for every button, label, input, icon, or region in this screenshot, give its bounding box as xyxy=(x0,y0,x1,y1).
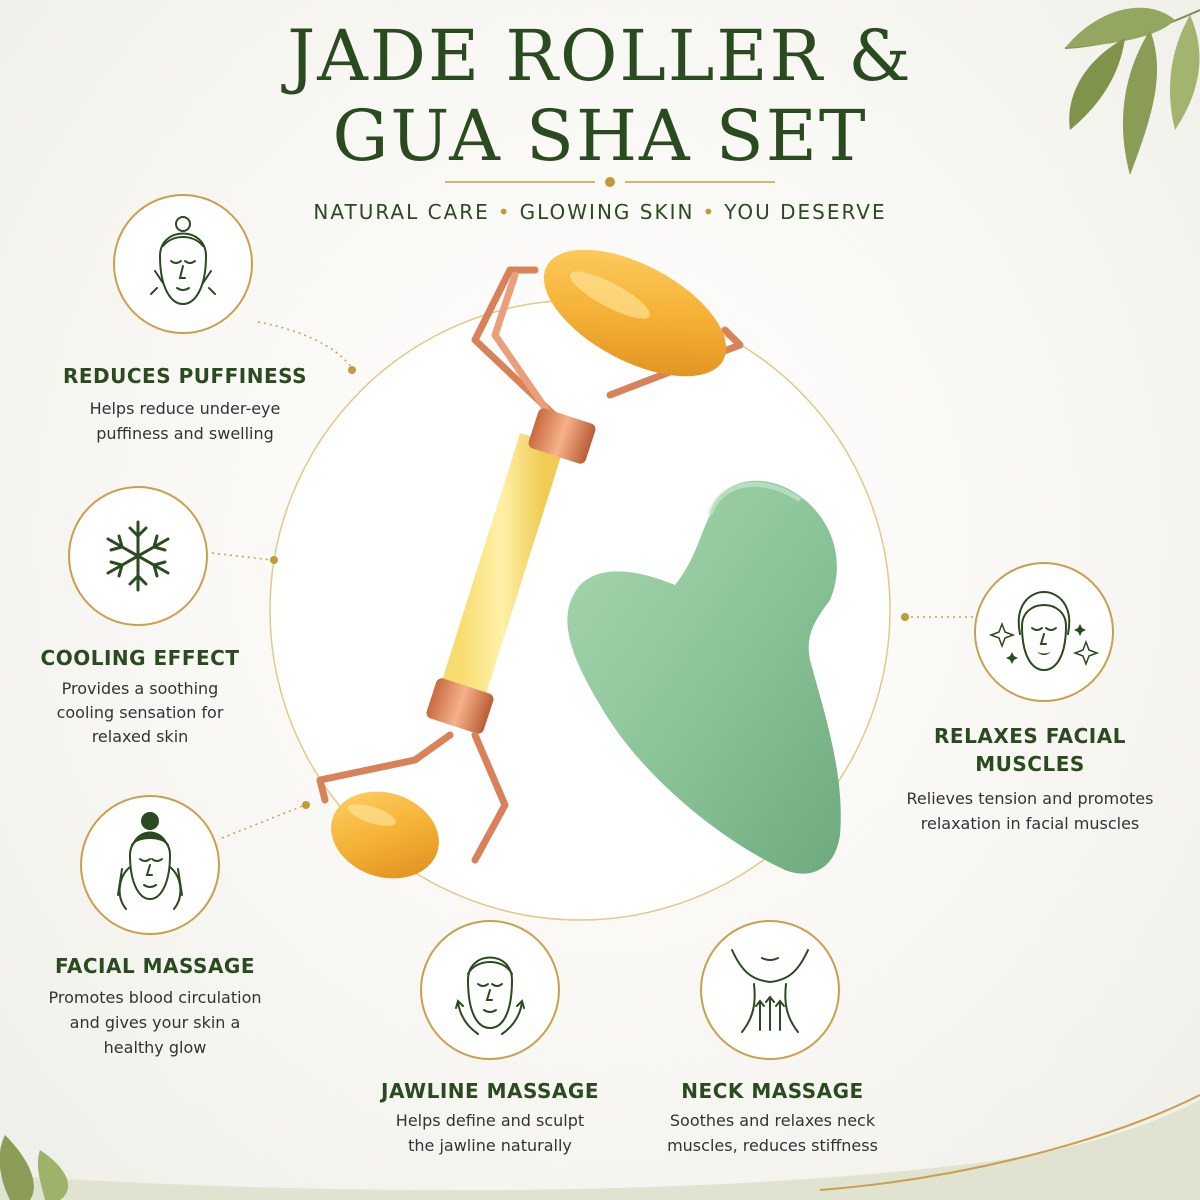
relaxes-title-line-2: MUSCLES xyxy=(975,752,1085,776)
leaf-branch-top-icon xyxy=(1064,7,1200,175)
cooling-desc-line-2: cooling sensation for xyxy=(56,703,224,722)
tagline-separator: • xyxy=(702,200,717,224)
face-depuff-icon xyxy=(150,216,216,306)
face-hands-icon xyxy=(117,812,183,910)
gua-sha-image xyxy=(567,480,841,874)
facial-massage-title: FACIAL MASSAGE xyxy=(55,954,255,978)
tagline-separator: • xyxy=(497,200,512,224)
relaxes-icon-circle xyxy=(974,562,1114,702)
relaxes-title-line-1: RELAXES FACIAL xyxy=(934,724,1126,748)
neck-desc-line-1: Soothes and relaxes neck xyxy=(669,1111,876,1130)
face-sparkle-icon xyxy=(988,590,1100,672)
tagline: NATURAL CARE • GLOWING SKIN • YOU DESERVE xyxy=(0,200,1200,224)
cooling-desc-line-1: Provides a soothing xyxy=(61,679,219,698)
title-line-2: GUA SHA SET xyxy=(332,95,868,177)
neck-desc-line-2: muscles, reduces stiffness xyxy=(667,1136,878,1155)
jawline-desc-line-2: the jawline naturally xyxy=(408,1136,572,1155)
bottom-wave-decoration xyxy=(0,1094,1200,1200)
neck-icon-circle xyxy=(700,920,840,1060)
jawline-desc-line-1: Helps define and sculpt xyxy=(395,1111,585,1130)
jawline-icon xyxy=(455,956,525,1035)
tagline-part-2: GLOWING SKIN xyxy=(519,200,695,224)
neck-icon xyxy=(731,949,809,1033)
facial-massage-icon-circle xyxy=(80,795,220,935)
tagline-part-1: NATURAL CARE xyxy=(313,200,490,224)
facial-massage-desc-line-3: healthy glow xyxy=(103,1038,207,1057)
neck-title: NECK MASSAGE xyxy=(681,1079,864,1103)
puffiness-desc-line-2: puffiness and swelling xyxy=(96,424,274,443)
cooling-title: COOLING EFFECT xyxy=(40,646,240,670)
title-divider xyxy=(445,177,775,187)
puffiness-icon-circle xyxy=(113,194,253,334)
cooling-desc-line-3: relaxed skin xyxy=(91,727,189,746)
relaxes-desc-line-1: Relieves tension and promotes xyxy=(906,789,1154,808)
puffiness-title: REDUCES PUFFINESS xyxy=(62,364,308,388)
jawline-title: JAWLINE MASSAGE xyxy=(381,1079,599,1103)
tagline-part-3: YOU DESERVE xyxy=(724,200,887,224)
cooling-icon-circle xyxy=(68,486,208,626)
jade-roller-image xyxy=(316,249,744,879)
facial-massage-desc-line-2: and gives your skin a xyxy=(69,1013,241,1032)
snowflake-icon xyxy=(106,520,170,592)
facial-massage-desc-line-1: Promotes blood circulation xyxy=(48,988,262,1007)
puffiness-desc-line-1: Helps reduce under-eye xyxy=(89,399,281,418)
jawline-icon-circle xyxy=(420,920,560,1060)
title-line-1: JADE ROLLER & xyxy=(287,15,913,97)
relaxes-desc-line-2: relaxation in facial muscles xyxy=(920,814,1140,833)
